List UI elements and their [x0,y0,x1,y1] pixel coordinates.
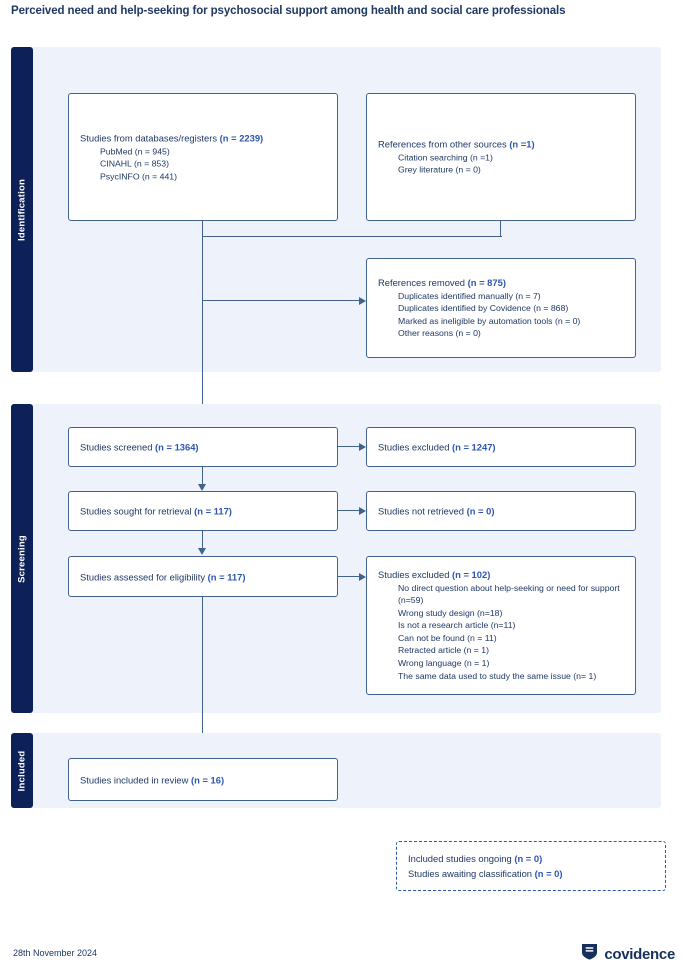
node-head-other-sources: References from other sources (n =1) [378,138,535,150]
node-studies-from-databases: Studies from databases/registers (n = 22… [68,93,338,221]
node-sub-references-removed: Duplicates identified manually (n = 7) D… [398,290,581,339]
arrowhead-screened-to-excluded [359,442,366,451]
node-references-removed: References removed (n = 875) Duplicates … [366,258,636,358]
node-studies-assessed-eligibility: Studies assessed for eligibility (n = 11… [68,556,338,597]
node-sub-other-sources: Citation searching (n =1) Grey literatur… [398,152,493,175]
node-head-studies-excluded-eligibility: Studies excluded (n = 102) [378,569,491,580]
node-head-studies-screened: Studies screened (n = 1364) [80,441,199,453]
node-references-other-sources: References from other sources (n =1) Cit… [366,93,636,221]
node-studies-not-retrieved: Studies not retrieved (n = 0) [366,491,636,531]
covidence-shield-icon [580,942,599,966]
connector-retrieval-to-eligibility [202,531,204,548]
node-sub-studies-excluded-eligibility: No direct question about help-seeking or… [398,582,620,681]
node-head-not-retrieved: Studies not retrieved (n = 0) [378,505,495,517]
connector-screened-to-retrieval [202,467,204,484]
node-head-references-removed: References removed (n = 875) [378,277,506,289]
covidence-wordmark: covidence [604,945,675,963]
stage-label-screening: Screening [16,534,28,583]
node-studies-excluded-screening: Studies excluded (n = 1247) [366,427,636,467]
connector-eligibility-to-included [202,597,204,749]
node-head-included-in-review: Studies included in review (n = 16) [80,773,225,785]
covidence-logo: covidence [580,942,675,966]
stage-tab-included: Included [11,733,33,808]
connector-to-references-removed [202,300,359,302]
arrowhead-to-sought-retrieval [198,484,206,491]
node-head-assessed-eligibility: Studies assessed for eligibility (n = 11… [80,570,246,582]
arrowhead-to-references-removed [359,296,366,305]
arrowhead-to-assessed-eligibility [198,548,206,555]
node-studies-screened: Studies screened (n = 1364) [68,427,338,467]
stage-label-included: Included [16,750,28,791]
arrowhead-eligibility-to-excluded [359,572,366,581]
connector-merge-bar [202,236,502,238]
node-ongoing-awaiting-classification: Included studies ongoing (n = 0) Studies… [396,841,666,891]
stage-label-identification: Identification [16,178,28,241]
node-studies-included-in-review: Studies included in review (n = 16) [68,758,338,801]
node-included-studies-ongoing: Included studies ongoing (n = 0) [408,853,543,864]
footer-date: 28th November 2024 [13,948,98,958]
stage-tab-identification: Identification [11,47,33,372]
connector-other-sources-down [500,221,502,236]
node-studies-awaiting-classification: Studies awaiting classification (n = 0) [408,868,563,879]
arrowhead-retrieval-to-not-retrieved [359,506,366,515]
connector-screened-to-excluded [338,446,359,448]
page-title: Perceived need and help-seeking for psyc… [11,5,566,17]
node-sub-databases: PubMed (n = 945) CINAHL (n = 853) PsycIN… [100,145,178,182]
node-head-databases: Studies from databases/registers (n = 22… [80,132,264,144]
node-studies-sought-retrieval: Studies sought for retrieval (n = 117) [68,491,338,531]
connector-databases-down [202,221,204,236]
connector-identification-trunk [202,236,204,426]
stage-tab-screening: Screening [11,404,33,713]
node-head-sought-retrieval: Studies sought for retrieval (n = 117) [80,505,232,517]
connector-retrieval-to-not-retrieved [338,510,359,512]
node-head-studies-excluded-screening: Studies excluded (n = 1247) [378,441,496,453]
node-studies-excluded-eligibility: Studies excluded (n = 102) No direct que… [366,556,636,695]
connector-eligibility-to-excluded [338,576,359,578]
